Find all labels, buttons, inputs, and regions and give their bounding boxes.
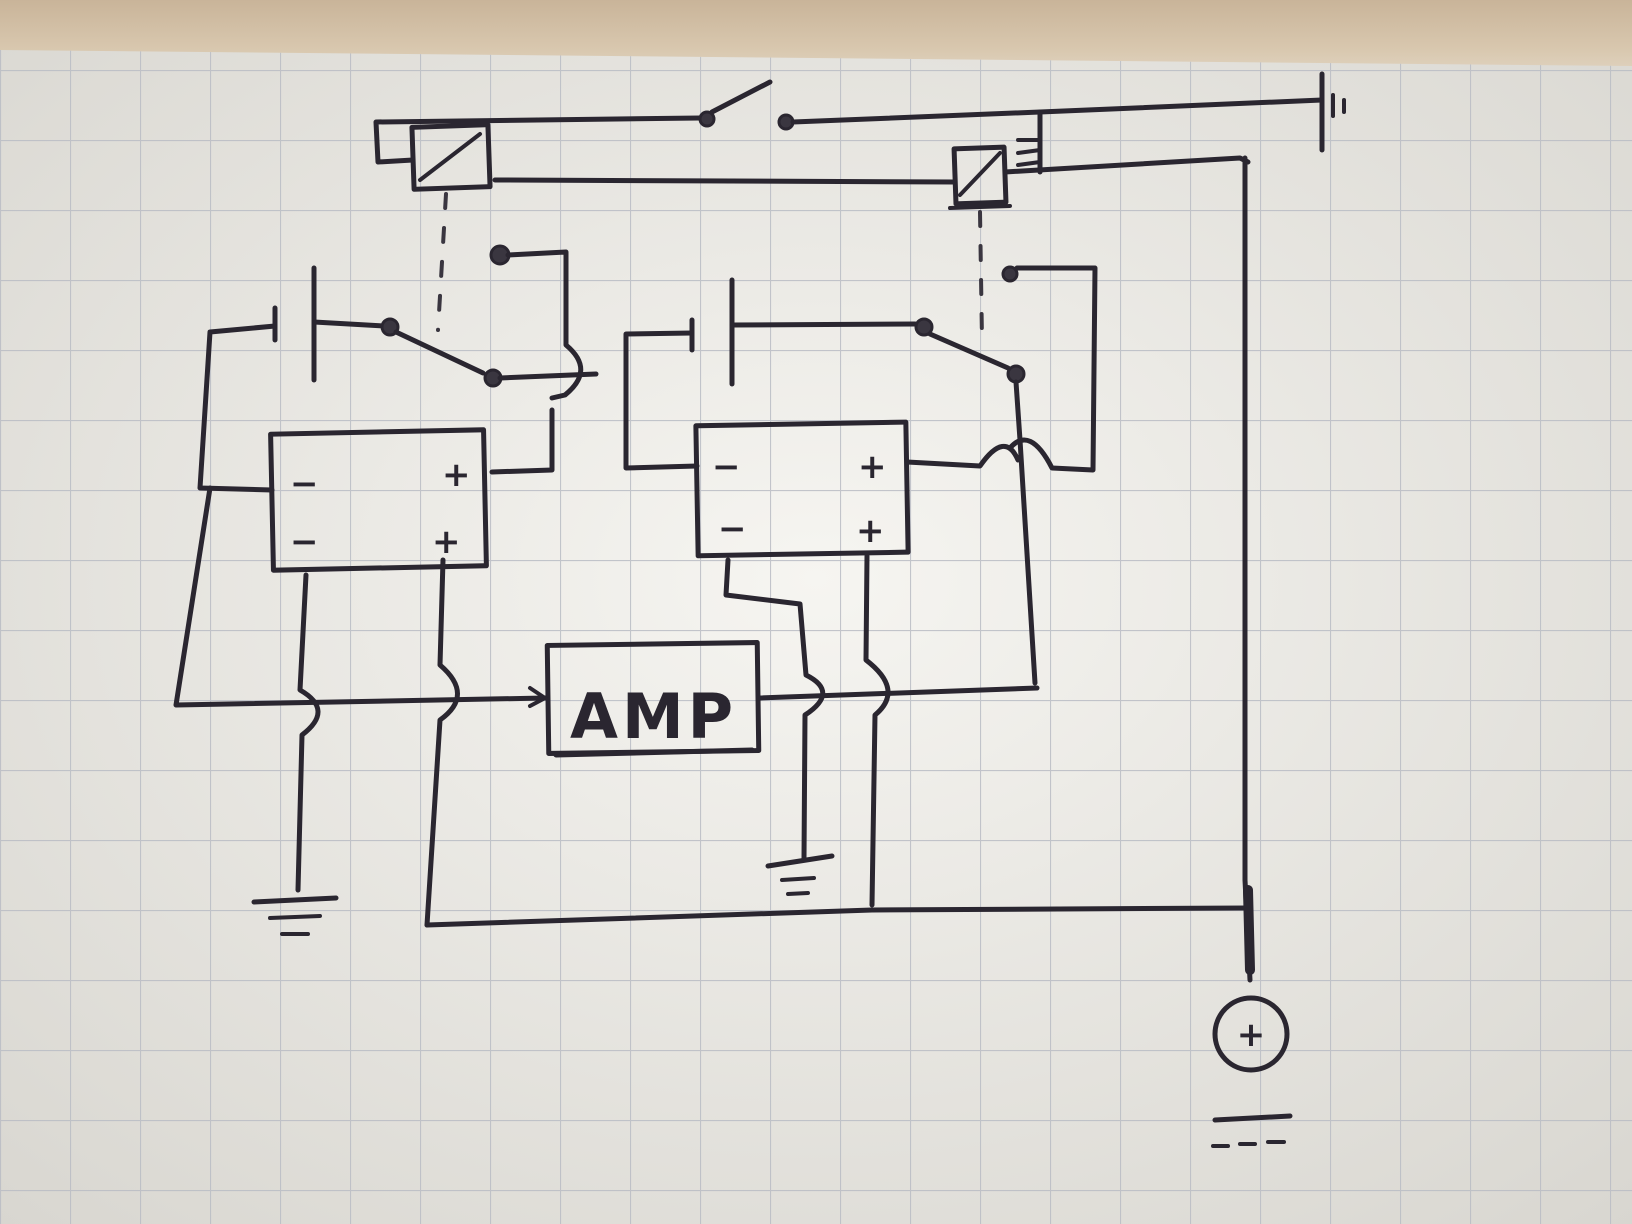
right-module-top-plus: +: [858, 447, 887, 487]
graph-grid: [0, 50, 1632, 1224]
relay-link-right: [978, 210, 984, 342]
left-module-box: [268, 427, 489, 573]
ground-symbol-left: [251, 895, 339, 936]
left-stage: − + − +: [173, 244, 599, 936]
bottom-bus: [424, 905, 1251, 928]
left-module-top-plus: +: [442, 455, 471, 495]
left-module-top-minus: −: [290, 464, 319, 504]
relay-control-wiring: [373, 71, 1346, 342]
left-changeover-switch: [380, 244, 511, 388]
right-changeover-switch: [914, 265, 1026, 384]
source-symbol: +: [1237, 1015, 1266, 1055]
right-module-bottom-plus: +: [856, 511, 885, 551]
right-relay-coil: [951, 144, 1009, 207]
supply-rail: [1242, 155, 1255, 983]
amplifier: AMP: [520, 640, 762, 758]
ground-symbol-top-right: [1319, 71, 1346, 153]
ground-symbol-middle: [765, 853, 835, 896]
amp-label: AMP: [570, 680, 737, 753]
left-module-bottom-plus: +: [432, 522, 461, 562]
right-module-bottom-minus: −: [718, 509, 747, 549]
right-module-box: [693, 419, 911, 559]
right-module-top-minus: −: [712, 447, 741, 487]
right-stage: − + − +: [623, 265, 1098, 908]
relay-link-left: [436, 192, 448, 332]
left-module-bottom-minus: −: [290, 522, 319, 562]
power-source: +: [1211, 995, 1293, 1148]
